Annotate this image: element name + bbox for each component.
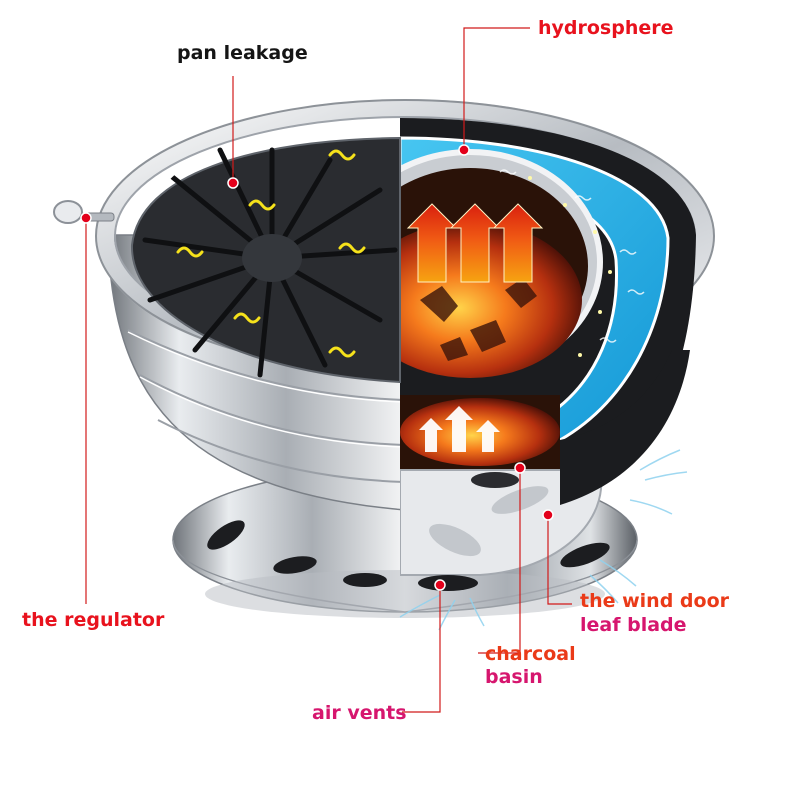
heat-wave-icon — [176, 149, 366, 358]
airflow-arrow-icon — [419, 406, 500, 452]
water-waves — [499, 169, 645, 343]
label-regulator: the regulator — [22, 609, 165, 631]
airflow-lines — [399, 449, 688, 631]
callout-dot-icon — [80, 144, 554, 591]
callout-lines — [85, 27, 572, 713]
grill-plate — [130, 136, 401, 384]
charcoal-lumps — [420, 278, 537, 361]
left-air-vents — [207, 520, 387, 587]
label-basin: basin — [485, 666, 543, 688]
label-pan-leakage: pan leakage — [177, 42, 308, 64]
label-hydrosphere: hydrosphere — [538, 17, 674, 39]
label-wind-door: the wind door — [580, 590, 729, 612]
heat-arrow-icon — [406, 203, 544, 283]
label-air-vents: air vents — [312, 702, 407, 724]
label-charcoal: charcoal — [485, 643, 576, 665]
label-leaf-blade: leaf blade — [580, 614, 687, 636]
bowl-ridges — [127, 329, 401, 483]
water-bubbles — [528, 176, 612, 357]
